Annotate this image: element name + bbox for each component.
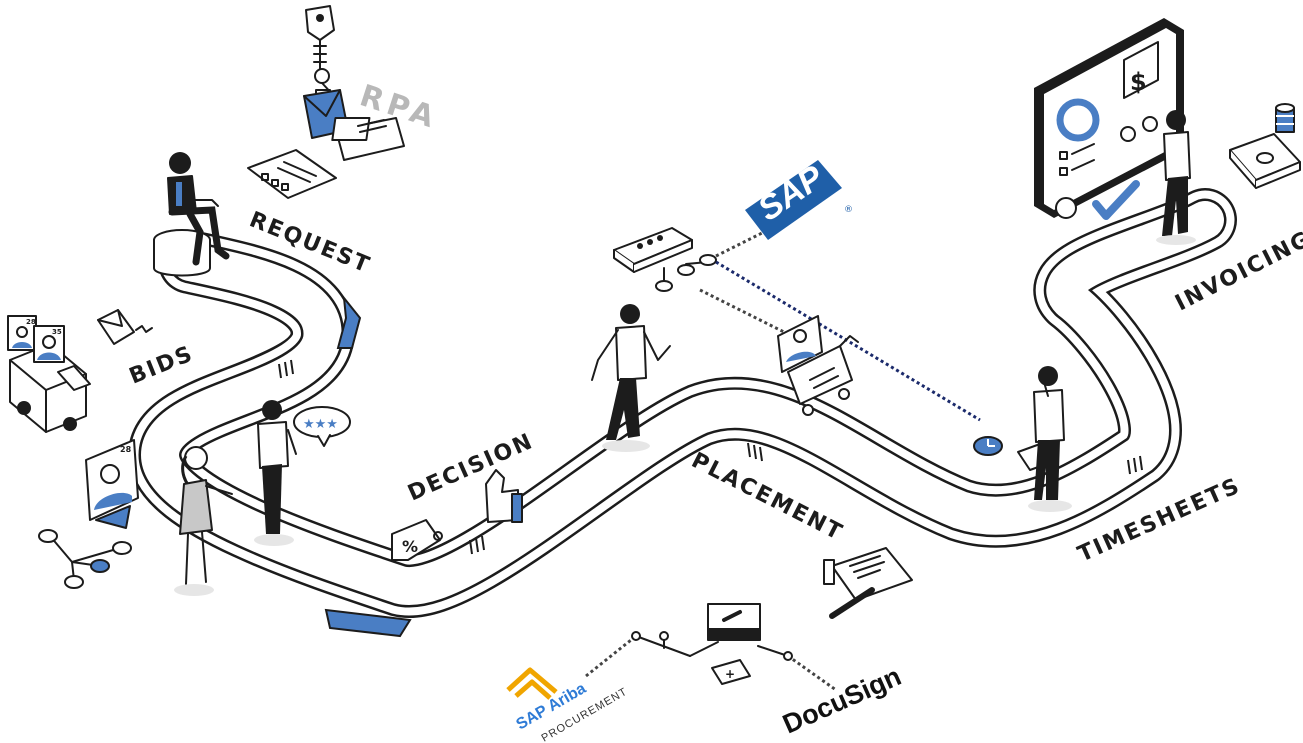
walking-person-icon <box>591 304 671 452</box>
integration-hub-icon <box>613 227 717 292</box>
thinking-person-icon <box>1028 366 1072 512</box>
shopping-cart-icon <box>777 315 859 416</box>
network-nodes-icon <box>38 529 132 589</box>
invoice-dashboard-icon: $ <box>1034 18 1184 220</box>
road-arrow-lower <box>324 608 412 638</box>
bid-profile-badge-2: 35 <box>52 328 62 336</box>
road-tick-marks <box>278 359 1143 555</box>
percent-symbol: % <box>402 537 418 556</box>
signature-flow <box>585 631 837 692</box>
sap-logo: SAP ® <box>745 158 853 240</box>
sign-box-icon <box>707 603 761 641</box>
coin-stack-icon <box>1275 103 1295 133</box>
docusign-logo: DocuSign <box>778 661 905 740</box>
thumbs-up-icon <box>485 469 523 523</box>
truck-icon <box>9 343 91 433</box>
dollar-symbol: $ <box>1130 68 1147 96</box>
price-tag-icon: % <box>391 519 443 561</box>
candidate-badge: 28 <box>120 445 132 454</box>
request-form-icon <box>247 149 337 199</box>
sap-connectors <box>699 222 981 422</box>
rating-bubble-icon: ★★★ <box>293 406 351 447</box>
man-person-icon <box>254 400 297 546</box>
rating-stars: ★★★ <box>303 417 338 432</box>
sap-ariba-logo: SAP Ariba PROCUREMENT <box>506 667 630 743</box>
cash-stack-icon <box>1229 133 1301 189</box>
bid-profile-badge-1: 28 <box>26 318 36 326</box>
contract-document-icon <box>823 547 913 619</box>
requester-person-icon <box>153 152 230 277</box>
plus-symbol: + <box>725 667 735 681</box>
bid-profile-card-1: 28 <box>7 315 37 351</box>
journey-road <box>128 188 1237 638</box>
sap-registered-mark: ® <box>844 205 853 215</box>
envelope-icon <box>97 309 153 345</box>
plus-box-icon: + <box>711 659 751 685</box>
invoicing-person-icon <box>1156 110 1196 245</box>
road-arrow-upper <box>336 294 362 349</box>
candidate-profile-card: 28 <box>85 439 139 529</box>
robot-arm-icon <box>303 5 405 161</box>
bids-label: BIDS <box>126 341 198 389</box>
bid-profile-card-2: 35 <box>33 325 65 363</box>
woman-person-icon <box>174 446 233 596</box>
